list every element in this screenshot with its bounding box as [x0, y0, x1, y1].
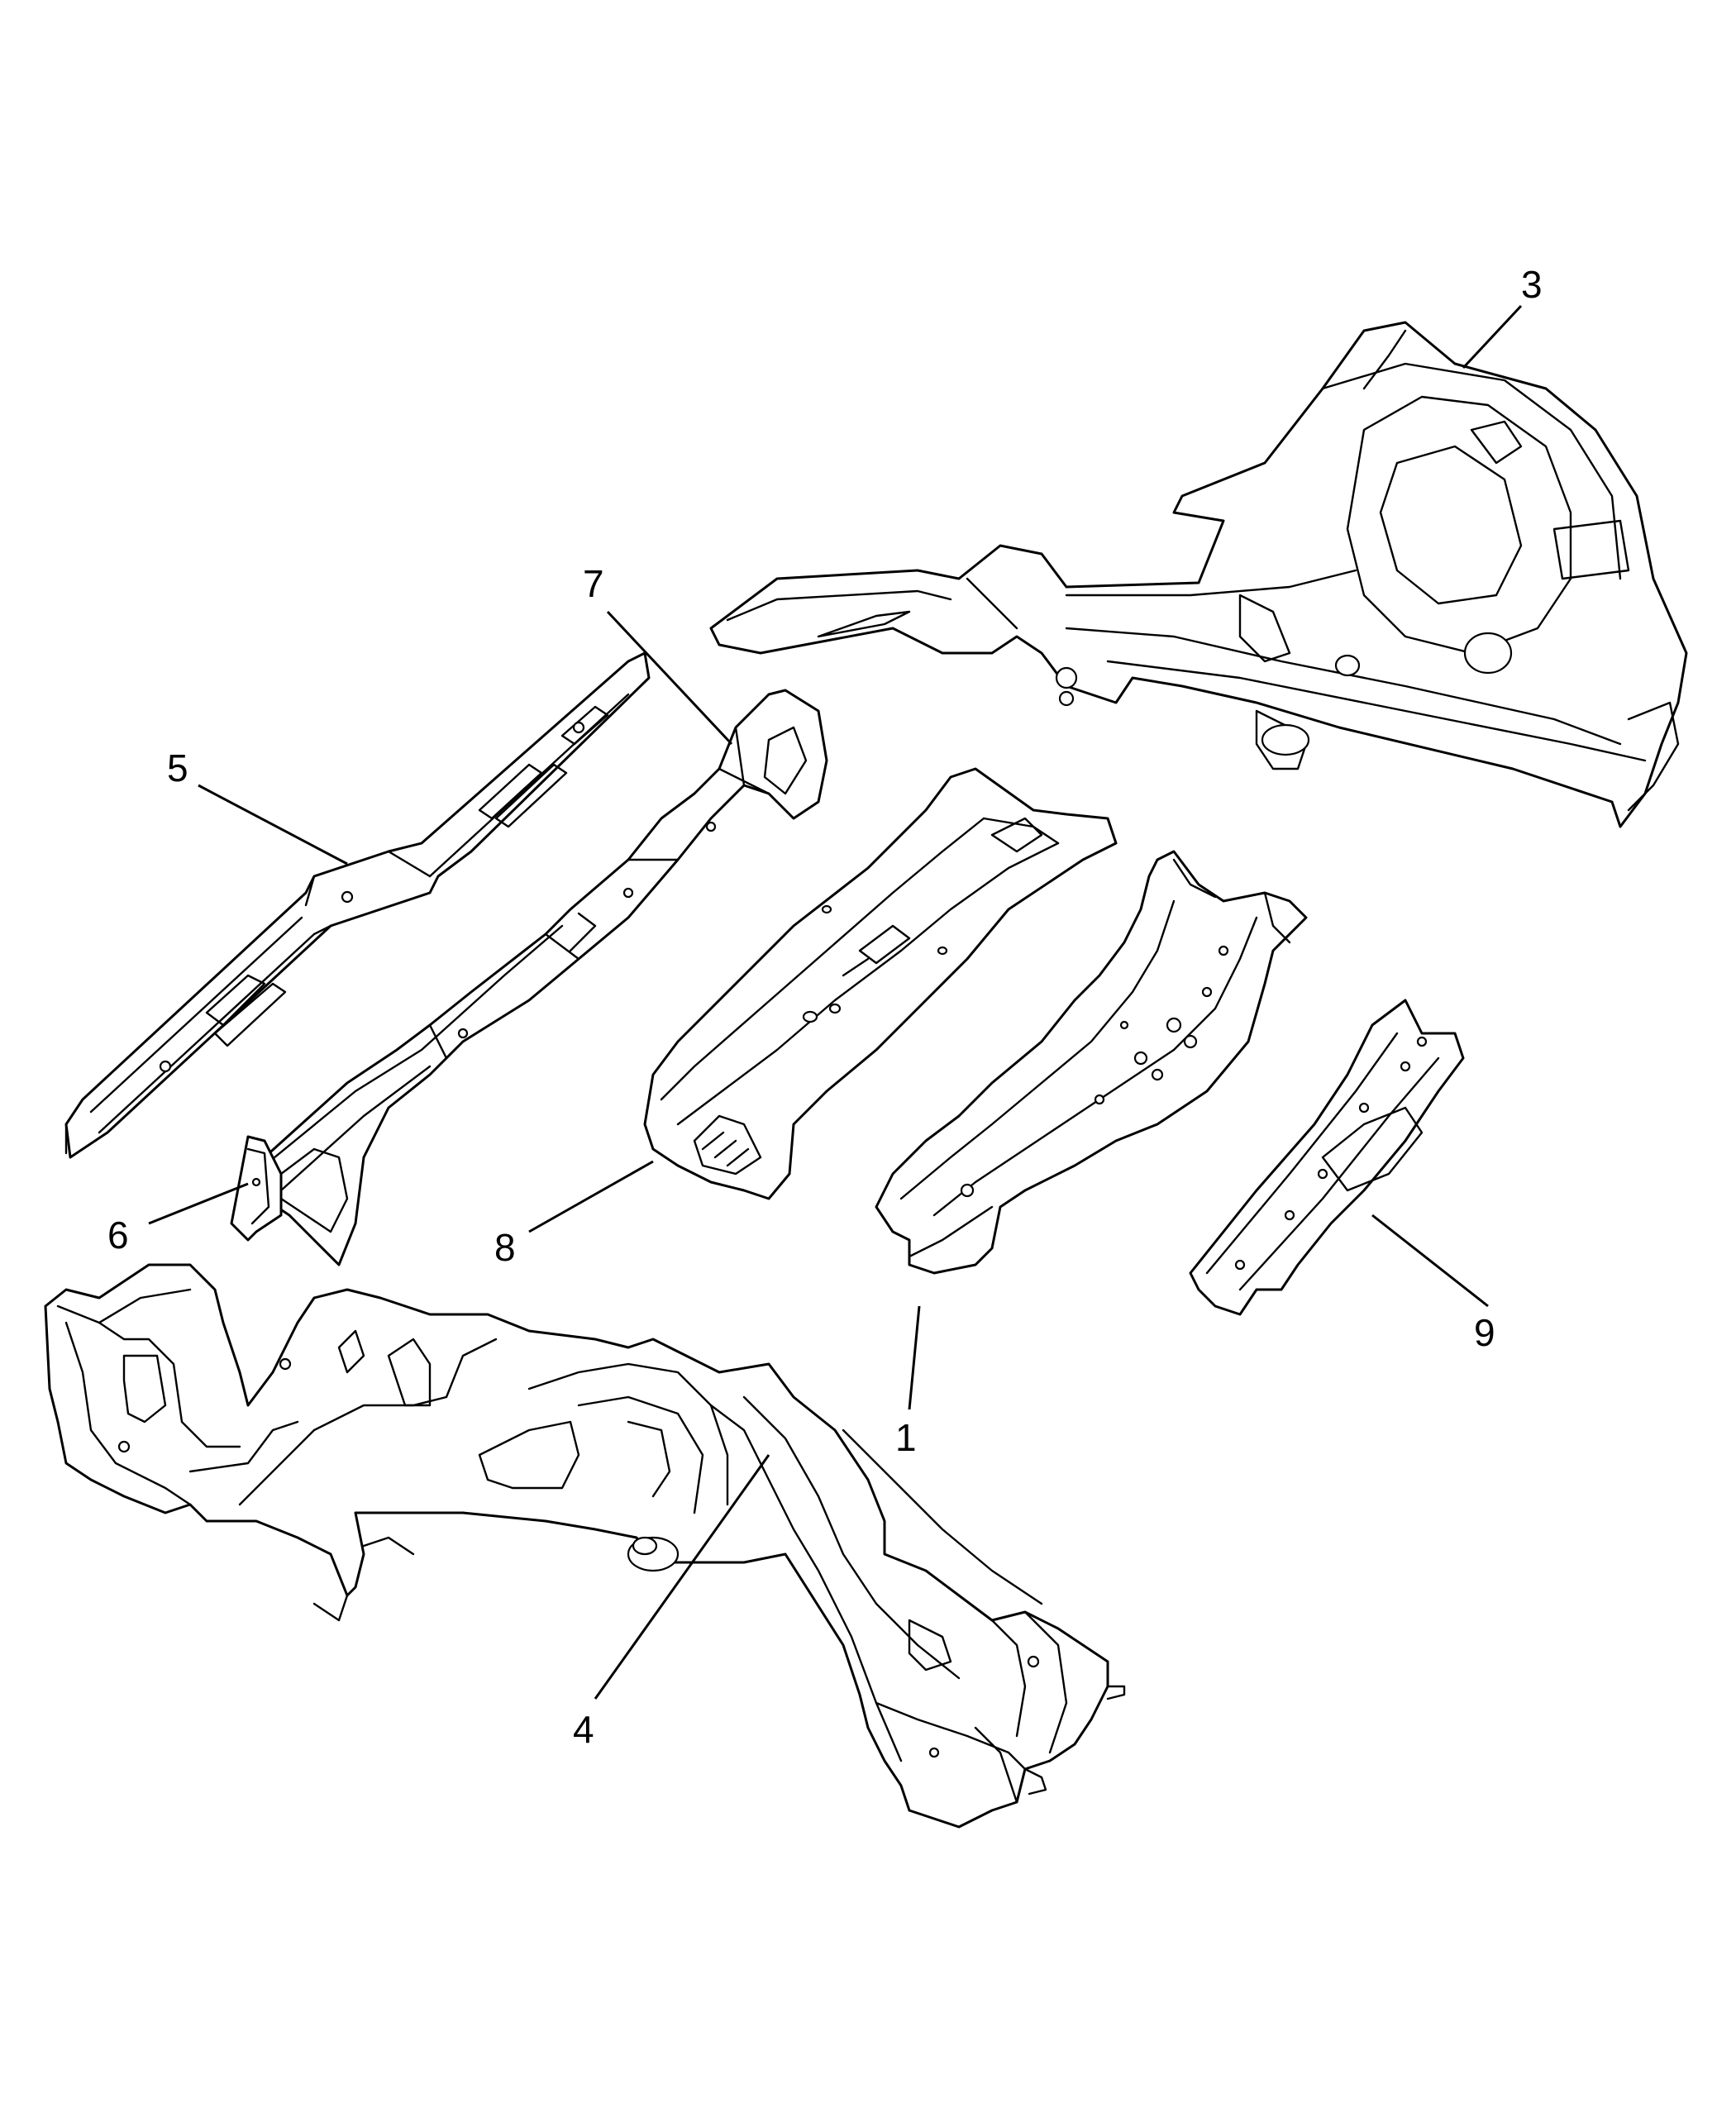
leader-1 [908, 1305, 921, 1410]
callout-labels: 3 5 7 6 8 1 9 4 [107, 263, 1543, 1751]
callout-3: 3 [1521, 263, 1543, 306]
part-1-floor-rail [875, 850, 1308, 1275]
part-4-front-rail-assembly [44, 1263, 1126, 1829]
leader-5 [198, 784, 348, 866]
leader-7 [606, 610, 733, 746]
leader-6 [148, 1182, 249, 1225]
part-3-rear-rail-assembly [709, 321, 1688, 828]
leader-8 [528, 1160, 654, 1233]
part-9-crossmember [1189, 999, 1465, 1316]
callout-6: 6 [107, 1214, 129, 1257]
callout-5: 5 [167, 746, 188, 789]
callout-7: 7 [583, 562, 604, 605]
part-5-channel-reinforcement [64, 651, 651, 1159]
callout-8: 8 [494, 1226, 516, 1269]
part-7-rail-bracket [246, 689, 828, 1266]
leader-lines [148, 304, 1523, 1700]
leader-3 [1462, 304, 1523, 370]
callout-4: 4 [573, 1708, 594, 1751]
part-6-small-bracket [230, 1135, 283, 1242]
callout-1: 1 [895, 1416, 917, 1459]
leader-9 [1371, 1214, 1489, 1308]
callout-9: 9 [1474, 1311, 1495, 1354]
leader-4 [594, 1454, 770, 1700]
part-8-floor-pan [643, 767, 1118, 1200]
